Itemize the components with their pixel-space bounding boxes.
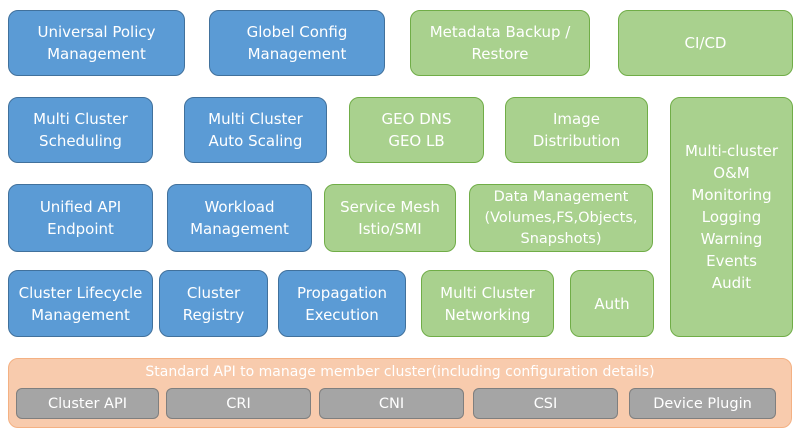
device-plugin-label: Device Plugin	[653, 395, 752, 412]
workload-management-box: Workload Management	[167, 184, 312, 252]
global-config-management-label: Globel Config Management	[246, 23, 348, 63]
universal-policy-management-label: Universal Policy Management	[37, 23, 156, 63]
cluster-api-box: Cluster API	[16, 388, 159, 419]
cluster-lifecycle-management-box: Cluster Lifecycle Management	[8, 270, 153, 337]
cni-box: CNI	[319, 388, 464, 419]
data-management-label: Data Management (Volumes,FS,Objects, Sna…	[484, 188, 638, 247]
service-mesh-label: Service Mesh Istio/SMI	[340, 198, 440, 238]
multi-cluster-networking-box: Multi Cluster Networking	[421, 270, 554, 337]
multi-cluster-networking-label: Multi Cluster Networking	[440, 283, 535, 324]
csi-label: CSI	[533, 395, 558, 412]
auth-label: Auth	[594, 294, 630, 313]
multi-cluster-om-label: Multi-cluster O&M Monitoring Logging War…	[684, 142, 779, 292]
cluster-lifecycle-management-label: Cluster Lifecycle Management	[18, 283, 143, 324]
cluster-registry-label: Cluster Registry	[182, 283, 245, 324]
image-distribution-box: Image Distribution	[505, 97, 648, 163]
cni-label: CNI	[378, 395, 405, 412]
workload-management-label: Workload Management	[190, 198, 289, 238]
auth-box: Auth	[570, 270, 654, 337]
metadata-backup-restore-label: Metadata Backup / Restore	[429, 23, 571, 63]
service-mesh-box: Service Mesh Istio/SMI	[324, 184, 456, 252]
multi-cluster-auto-scaling-label: Multi Cluster Auto Scaling	[208, 110, 303, 150]
multi-cluster-scheduling-box: Multi Cluster Scheduling	[8, 97, 153, 163]
multi-cluster-auto-scaling-box: Multi Cluster Auto Scaling	[184, 97, 327, 163]
cri-box: CRI	[166, 388, 311, 419]
multi-cluster-om-box: Multi-cluster O&M Monitoring Logging War…	[670, 97, 793, 337]
device-plugin-box: Device Plugin	[629, 388, 776, 419]
standard-api-panel: Standard API to manage member cluster(in…	[8, 358, 792, 428]
global-config-management-box: Globel Config Management	[209, 10, 385, 76]
cluster-api-label: Cluster API	[47, 395, 127, 412]
propagation-execution-box: Propagation Execution	[278, 270, 406, 337]
standard-api-title: Standard API to manage member cluster(in…	[145, 364, 655, 380]
geo-dns-lb-box: GEO DNS GEO LB	[349, 97, 484, 163]
csi-box: CSI	[473, 388, 618, 419]
unified-api-endpoint-label: Unified API Endpoint	[39, 198, 122, 238]
propagation-execution-label: Propagation Execution	[297, 283, 387, 324]
universal-policy-management-box: Universal Policy Management	[8, 10, 185, 76]
ci-cd-box: CI/CD	[618, 10, 793, 76]
metadata-backup-restore-box: Metadata Backup / Restore	[410, 10, 590, 76]
image-distribution-label: Image Distribution	[532, 110, 621, 150]
geo-dns-lb-label: GEO DNS GEO LB	[381, 110, 452, 150]
data-management-box: Data Management (Volumes,FS,Objects, Sna…	[469, 184, 653, 252]
unified-api-endpoint-box: Unified API Endpoint	[8, 184, 153, 252]
cluster-registry-box: Cluster Registry	[159, 270, 268, 337]
ci-cd-label: CI/CD	[684, 34, 727, 52]
cri-label: CRI	[226, 395, 251, 412]
multi-cluster-scheduling-label: Multi Cluster Scheduling	[33, 110, 128, 150]
